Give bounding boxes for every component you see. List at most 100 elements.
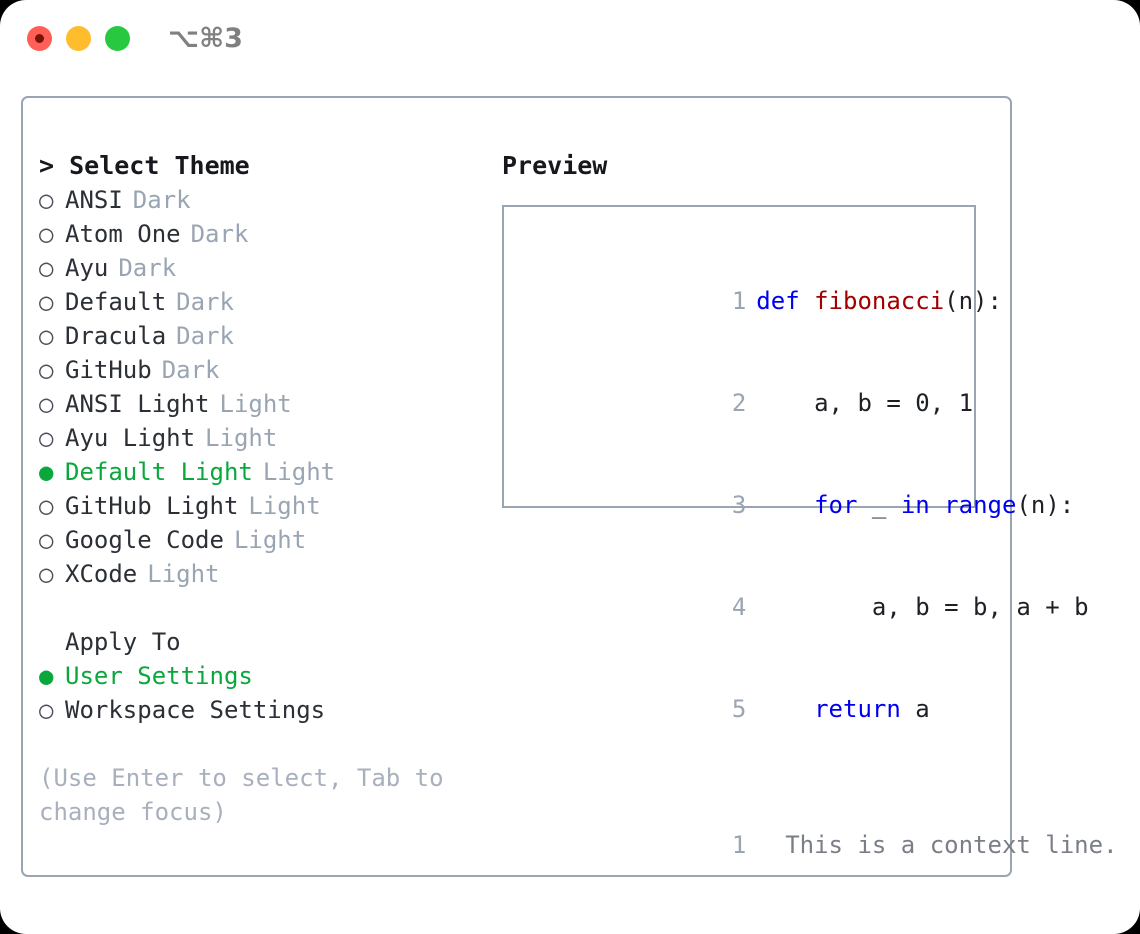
diff-text: This is a context line. — [770, 831, 1118, 859]
theme-name: XCode — [65, 560, 138, 588]
apply-to-heading: Apply To — [65, 628, 181, 656]
close-button[interactable] — [27, 26, 52, 51]
theme-category: Dark — [190, 220, 249, 248]
radio-unselected-icon[interactable]: ○ — [39, 492, 54, 520]
code-token: return — [814, 695, 901, 723]
theme-name: Dracula — [65, 322, 167, 350]
radio-unselected-icon[interactable]: ○ — [39, 390, 54, 418]
theme-list-item[interactable]: ○ XCode Light — [39, 557, 499, 591]
radio-unselected-icon[interactable]: ○ — [39, 220, 54, 248]
radio-unselected-icon[interactable]: ○ — [39, 322, 54, 350]
theme-category: Dark — [176, 288, 234, 316]
theme-list: ○ ANSI Dark ○ Atom One Dark ○ Ayu Dark — [39, 183, 499, 591]
theme-list-item[interactable]: ○ ANSI Light Light — [39, 387, 499, 421]
code-line: 4 a, b = b, a + b — [518, 556, 1089, 658]
traffic-lights — [27, 26, 130, 51]
preview-column: Preview 1 def fibonacci (n): 2 a, b = 0, 1… — [502, 149, 1118, 934]
minimize-button[interactable] — [66, 26, 91, 51]
keyboard-hint-text: (Use Enter to select, Tab to change focu… — [39, 764, 459, 826]
theme-name: Google Code — [65, 526, 224, 554]
theme-category: Light — [248, 492, 321, 520]
code-token: fibonacci — [814, 287, 945, 315]
theme-category: Dark — [118, 254, 177, 282]
maximize-button[interactable] — [105, 26, 130, 51]
theme-list-item[interactable]: ○ Google Code Light — [39, 523, 499, 557]
theme-name: ANSI — [65, 186, 123, 214]
theme-category: Dark — [132, 186, 191, 214]
main-panel: > Select Theme ○ ANSI Dark ○ Atom One Da… — [21, 96, 1118, 934]
theme-list-item[interactable]: ○ Default Dark — [39, 285, 499, 319]
apply-to-section: ○ Apply To ● User Settings ○ Workspace S… — [39, 625, 499, 727]
apply-to-label: Workspace Settings — [65, 696, 326, 724]
theme-category: Light — [233, 526, 307, 554]
theme-list-item[interactable]: ○ Dracula Dark — [39, 319, 499, 353]
preview-heading: Preview — [502, 151, 608, 180]
radio-unselected-icon[interactable]: ○ — [39, 288, 54, 316]
apply-to-item-user-settings[interactable]: ● User Settings — [39, 659, 499, 693]
radio-selected-icon[interactable]: ● — [39, 662, 54, 690]
theme-category: Light — [219, 390, 292, 418]
code-token: (n): — [1016, 491, 1075, 519]
code-token — [756, 491, 814, 519]
code-token: a, b = 0, 1 — [756, 389, 974, 417]
theme-list-item[interactable]: ○ Ayu Light Light — [39, 421, 499, 455]
radio-selected-icon[interactable]: ● — [39, 458, 54, 486]
theme-list-item-selected[interactable]: ● Default Light Light — [39, 455, 499, 489]
code-token: range — [944, 491, 1017, 519]
apply-to-label: User Settings — [65, 662, 253, 690]
select-theme-heading: > Select Theme — [39, 151, 250, 180]
theme-category: Light — [147, 560, 220, 588]
radio-unselected-icon[interactable]: ○ — [39, 356, 54, 384]
code-token: def — [756, 287, 815, 315]
preview-code-box: 1 def fibonacci (n): 2 a, b = 0, 1 3 for _… — [502, 205, 1118, 934]
code-token: _ — [857, 491, 901, 519]
radio-unselected-icon[interactable]: ○ — [39, 526, 54, 554]
theme-list-item[interactable]: ○ ANSI Dark — [39, 183, 499, 217]
theme-category: Light — [262, 458, 336, 486]
theme-list-item[interactable]: ○ GitHub Dark — [39, 353, 499, 387]
code-token: in — [900, 491, 930, 519]
title-bar: ⌥⌘3 — [0, 0, 1140, 78]
radio-unselected-icon[interactable]: ○ — [39, 560, 54, 588]
radio-unselected-icon[interactable]: ○ — [39, 696, 54, 724]
code-token: a — [900, 695, 930, 723]
theme-name: GitHub Light — [65, 492, 239, 520]
line-number: 1 — [731, 831, 747, 859]
radio-unselected-icon[interactable]: ○ — [39, 186, 54, 214]
code-token: a, b = b, a + b — [756, 593, 1089, 621]
theme-list-item[interactable]: ○ Ayu Dark — [39, 251, 499, 285]
code-token — [930, 491, 944, 519]
diff-marker — [756, 831, 770, 859]
theme-list-item[interactable]: ○ GitHub Light Light — [39, 489, 499, 523]
theme-name: ANSI Light — [65, 390, 210, 418]
radio-unselected-icon[interactable]: ○ — [39, 254, 54, 282]
theme-category: Dark — [161, 356, 220, 384]
theme-name: Atom One — [65, 220, 181, 248]
theme-picker-column: > Select Theme ○ ANSI Dark ○ Atom One Da… — [39, 149, 499, 829]
diff-line-context: 1 This is a context line. — [518, 794, 1118, 896]
theme-name: GitHub — [65, 356, 152, 384]
line-number: 4 — [731, 593, 747, 621]
code-blank-line — [518, 760, 968, 794]
code-line: 5 return a — [518, 658, 968, 760]
radio-unselected-icon[interactable]: ○ — [39, 424, 54, 452]
code-line: 3 for _ in range(n): — [518, 454, 1074, 556]
list-divider-space — [39, 591, 499, 625]
theme-name: Ayu Light — [65, 424, 196, 452]
code-token — [756, 695, 814, 723]
apply-to-item-workspace-settings[interactable]: ○ Workspace Settings — [39, 693, 499, 727]
line-number: 2 — [731, 389, 747, 417]
theme-name: Default Light — [65, 458, 253, 486]
code-token: for — [814, 491, 858, 519]
diff-line-deleted: 2- This line was deleted. — [518, 896, 1103, 934]
line-number: 1 — [731, 287, 747, 315]
line-number: 5 — [731, 695, 747, 723]
theme-list-item[interactable]: ○ Atom One Dark — [39, 217, 499, 251]
theme-name: Default — [65, 288, 167, 316]
keyboard-shortcut-label: ⌥⌘3 — [168, 23, 243, 54]
theme-category: Light — [205, 424, 278, 452]
theme-category: Dark — [176, 322, 234, 350]
no-bullet-icon: ○ — [39, 625, 65, 659]
